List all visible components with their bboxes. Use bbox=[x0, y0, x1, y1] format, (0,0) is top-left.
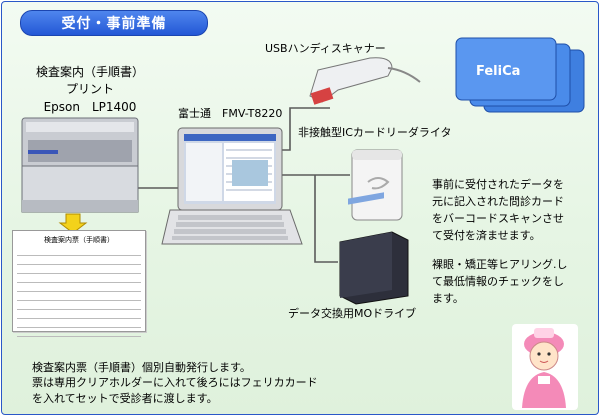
bottom-description: 検査案内票（手順書）個別自動発行します。 票は専用クリアホルダーに入れて後ろには… bbox=[32, 360, 318, 406]
card-reader-label: 非接触型ICカードリーダライタ bbox=[298, 126, 452, 139]
bottom-desc-line: を入れてセットで受診者に渡します。 bbox=[32, 391, 218, 405]
scanner-icon bbox=[309, 57, 421, 105]
right-desc-line: 事前に受付されたデータを bbox=[432, 178, 564, 191]
arrow-down-icon bbox=[58, 213, 88, 234]
right-desc-line: て最低情報のチェックをし bbox=[432, 275, 564, 289]
pc-to-mo-line bbox=[314, 175, 338, 263]
guidance-form-document: 検査案内票（手順書） bbox=[12, 230, 146, 337]
felica-cards-icon: FeliCa bbox=[455, 37, 585, 113]
card-reader-icon bbox=[351, 149, 403, 221]
connector-lines bbox=[136, 107, 350, 263]
laptop-icon bbox=[161, 127, 303, 245]
form-title: 検査案内票（手順書） bbox=[44, 236, 114, 244]
printer-label-line-3: Epson LP1400 bbox=[43, 99, 137, 114]
right-description: 事前に受付されたデータを 元に記入された問診カード をバーコードスキャンさせ て… bbox=[432, 176, 568, 307]
mo-drive-icon bbox=[339, 192, 409, 305]
printer-label-line-1: 検査案内（手順書） bbox=[35, 65, 144, 79]
scanner-label: USBハンディスキャナー bbox=[265, 42, 386, 55]
right-desc-line: をバーコードスキャンさせ bbox=[432, 212, 564, 226]
mo-drive-label: データ交換用MOドライブ bbox=[288, 307, 417, 320]
printer-icon bbox=[21, 117, 139, 213]
right-desc-line: て受付を済ませます。 bbox=[432, 229, 541, 243]
right-desc-line: ます。 bbox=[432, 292, 464, 306]
form-rows bbox=[17, 247, 141, 337]
bottom-desc-line: 検査案内票（手順書）個別自動発行します。 bbox=[32, 361, 251, 374]
right-desc-line: 裸眼・矯正等ヒアリング.し bbox=[432, 258, 568, 272]
bottom-desc-line: 票は専用クリアホルダーに入れて後ろにはフェリカカード bbox=[32, 376, 318, 390]
computer-label: 富士通 FMV-T8220 bbox=[178, 107, 283, 120]
pc-to-scanner-line bbox=[280, 107, 330, 151]
title-banner: 受付・事前準備 bbox=[20, 10, 208, 36]
printer-label-line-2: プリント bbox=[65, 82, 114, 97]
right-desc-line: 元に記入された問診カード bbox=[432, 195, 564, 209]
nurse-icon bbox=[512, 324, 578, 410]
felica-card-text: FeliCa bbox=[476, 64, 520, 79]
printer-label: 検査案内（手順書） プリント Epson LP1400 bbox=[30, 64, 150, 116]
